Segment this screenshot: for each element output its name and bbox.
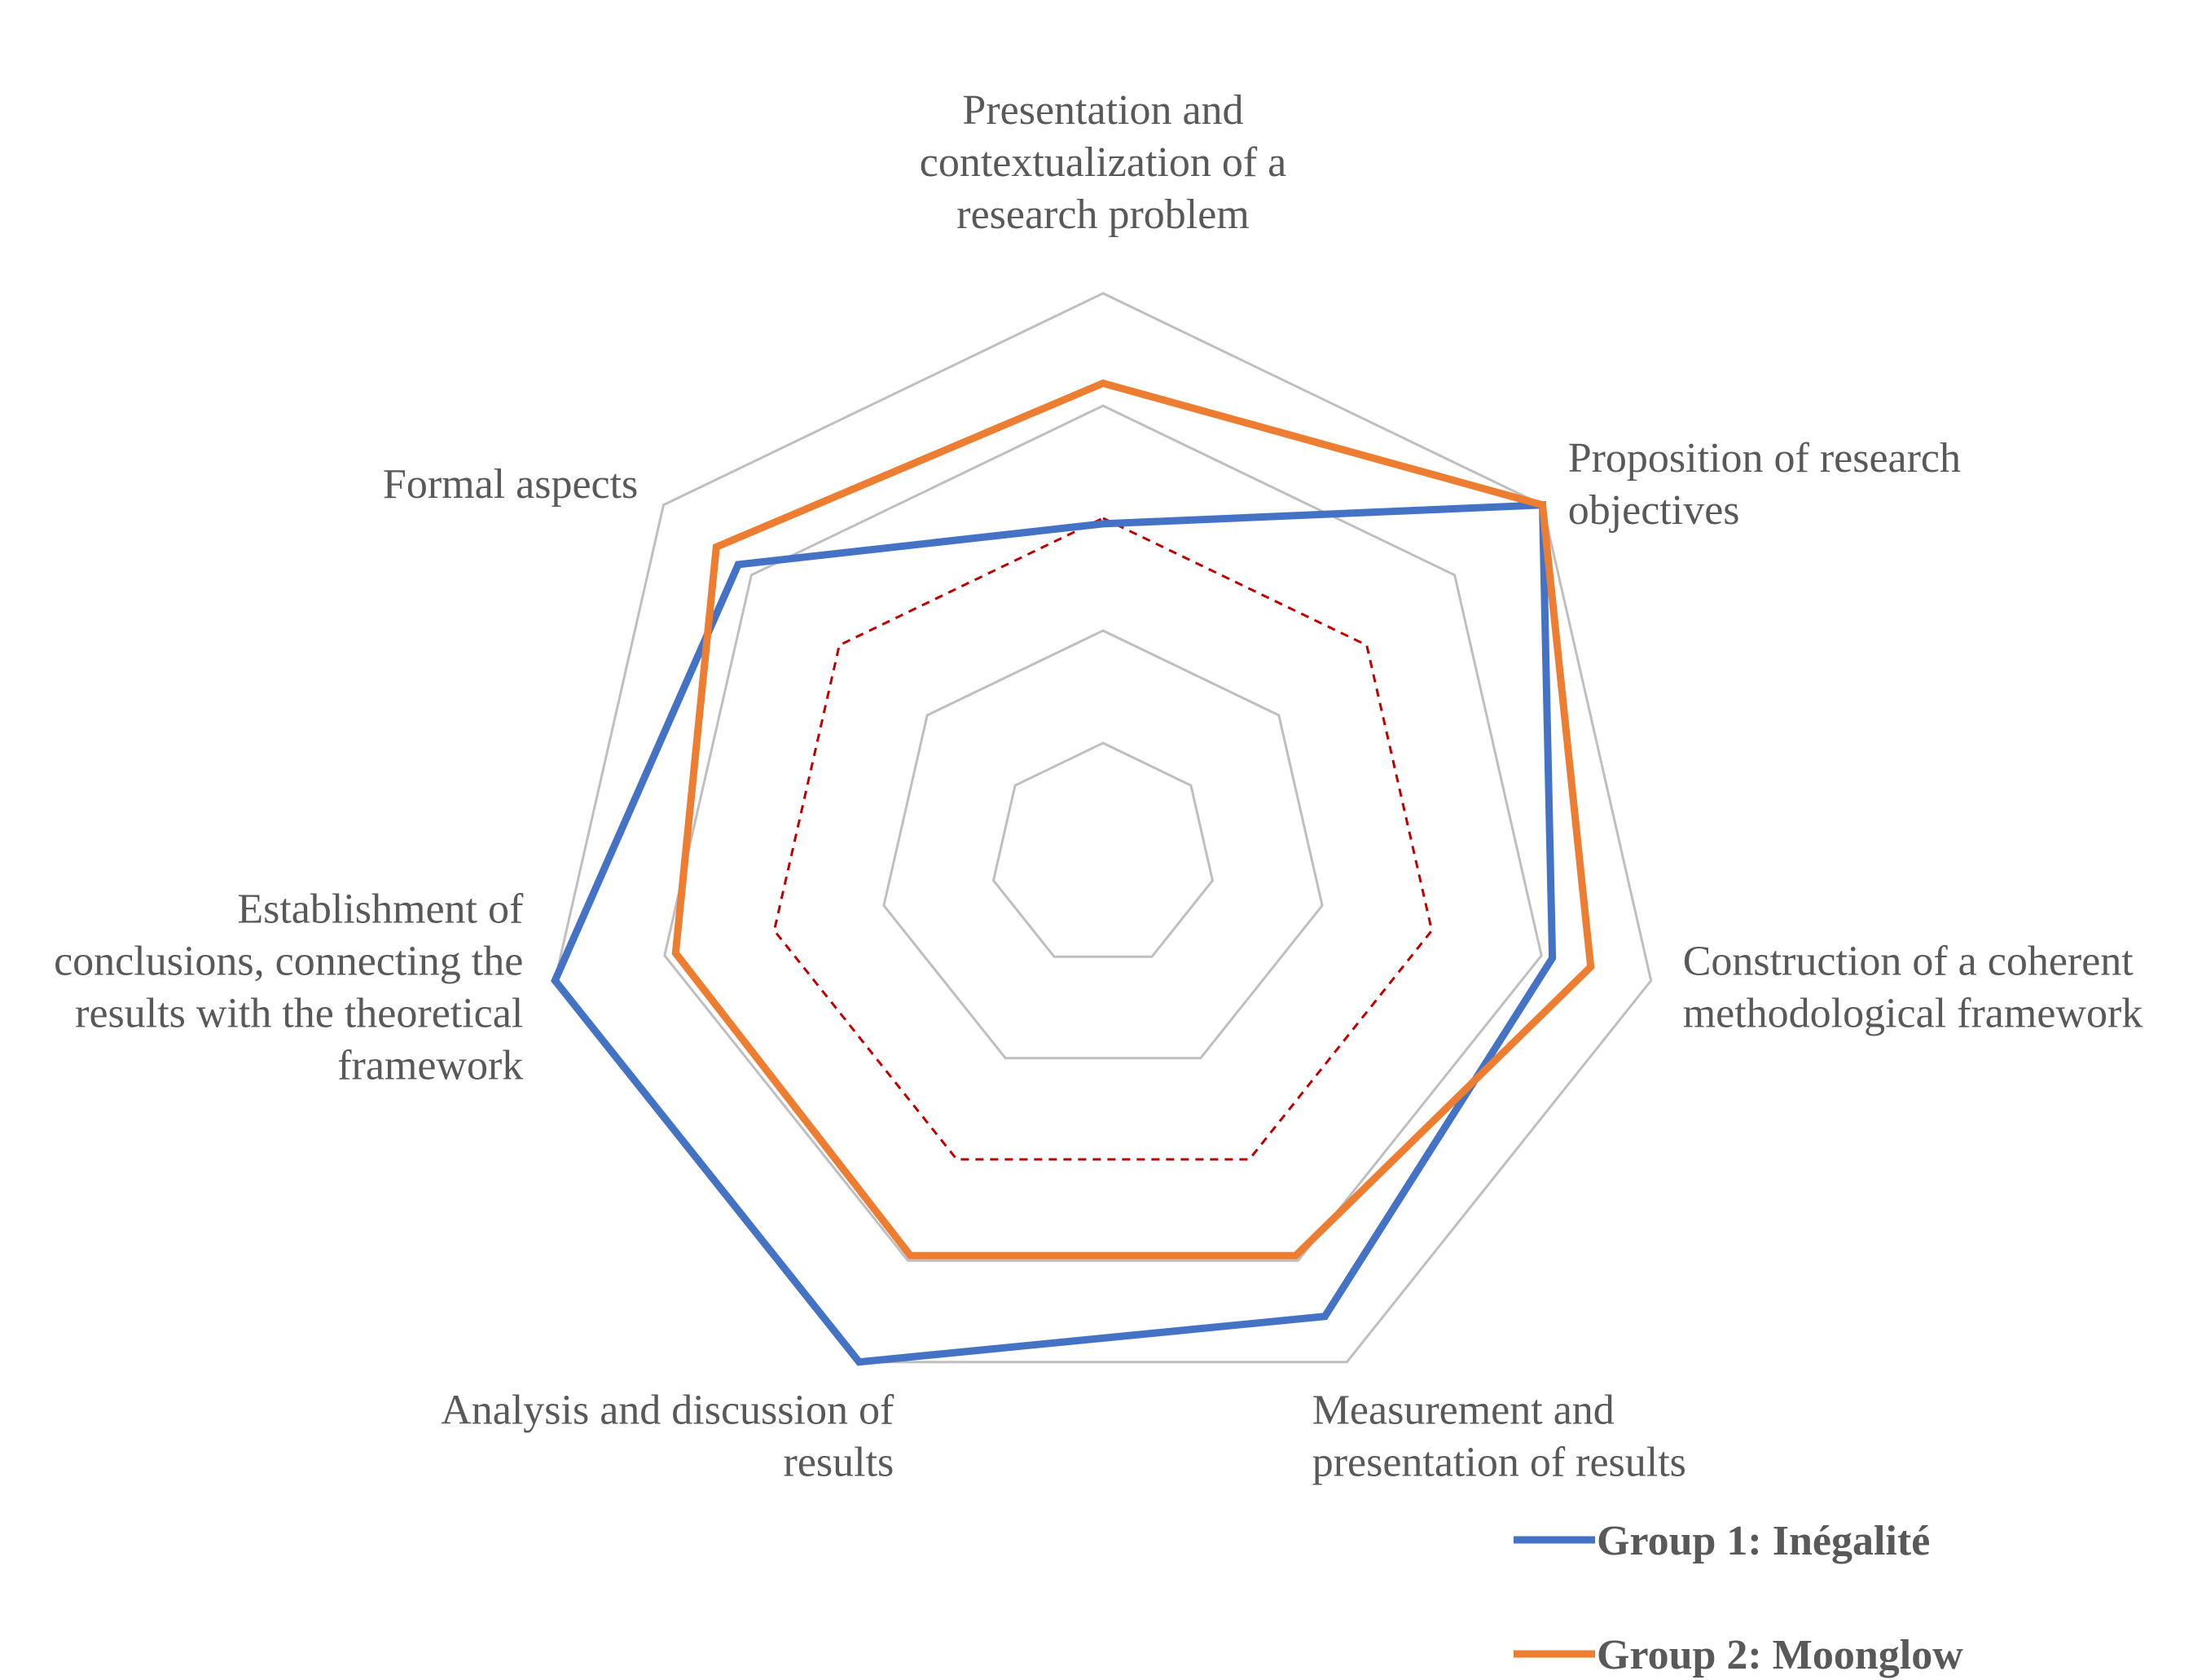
axis-label-line: Analysis and discussion of xyxy=(441,1388,894,1434)
grid-ring xyxy=(991,741,1215,958)
axis-label-line: framework xyxy=(337,1042,523,1088)
axis-label-line: objectives xyxy=(1568,487,1740,534)
grid-ring xyxy=(882,629,1324,1060)
axis-labels: Presentation and contextualization of a re… xyxy=(54,87,2142,1486)
series-line-2 xyxy=(671,379,1595,1260)
axis-label-line: research problem xyxy=(956,191,1249,238)
axis-label-line: Formal aspects xyxy=(383,461,638,508)
axis-label-line: conclusions, connecting the xyxy=(54,938,523,984)
axis-label-line: Establishment of xyxy=(237,886,524,932)
axis-label-line: Measurement and xyxy=(1312,1388,1615,1434)
axis-label: Proposition of research objectives xyxy=(1568,435,1961,534)
axis-label-line: contextualization of a xyxy=(920,139,1286,186)
axis-label-line: results with the theoretical xyxy=(75,990,523,1036)
axis-label-line: presentation of results xyxy=(1312,1440,1686,1486)
axis-label-line: Proposition of research xyxy=(1568,435,1961,482)
grid xyxy=(553,292,1653,1364)
axis-label: Formal aspects xyxy=(383,461,638,508)
legend-label-1: Group 1: Inégalité xyxy=(1597,1518,1930,1564)
axis-label: Construction of a coherent methodological… xyxy=(1683,938,2143,1036)
axis-label: Presentation and contextualization of a re… xyxy=(920,87,1286,238)
reference-line xyxy=(772,517,1434,1161)
axis-label-line: Presentation and xyxy=(962,87,1243,134)
axis-label: Measurement and presentation of results xyxy=(1312,1388,1686,1486)
axis-label-line: results xyxy=(784,1440,894,1486)
axis-label: Analysis and discussion of results xyxy=(441,1388,894,1486)
axis-label-line: Construction of a coherent xyxy=(1683,938,2134,984)
series xyxy=(551,379,1595,1366)
axis-label: Establishment of conclusions, connecting … xyxy=(54,886,524,1088)
axis-label-line: methodological framework xyxy=(1683,990,2143,1036)
legend-label-2: Group 2: Moonglow xyxy=(1597,1632,1963,1678)
reference-ring xyxy=(772,517,1434,1161)
grid-ring xyxy=(553,292,1653,1364)
grid-ring xyxy=(663,404,1543,1262)
